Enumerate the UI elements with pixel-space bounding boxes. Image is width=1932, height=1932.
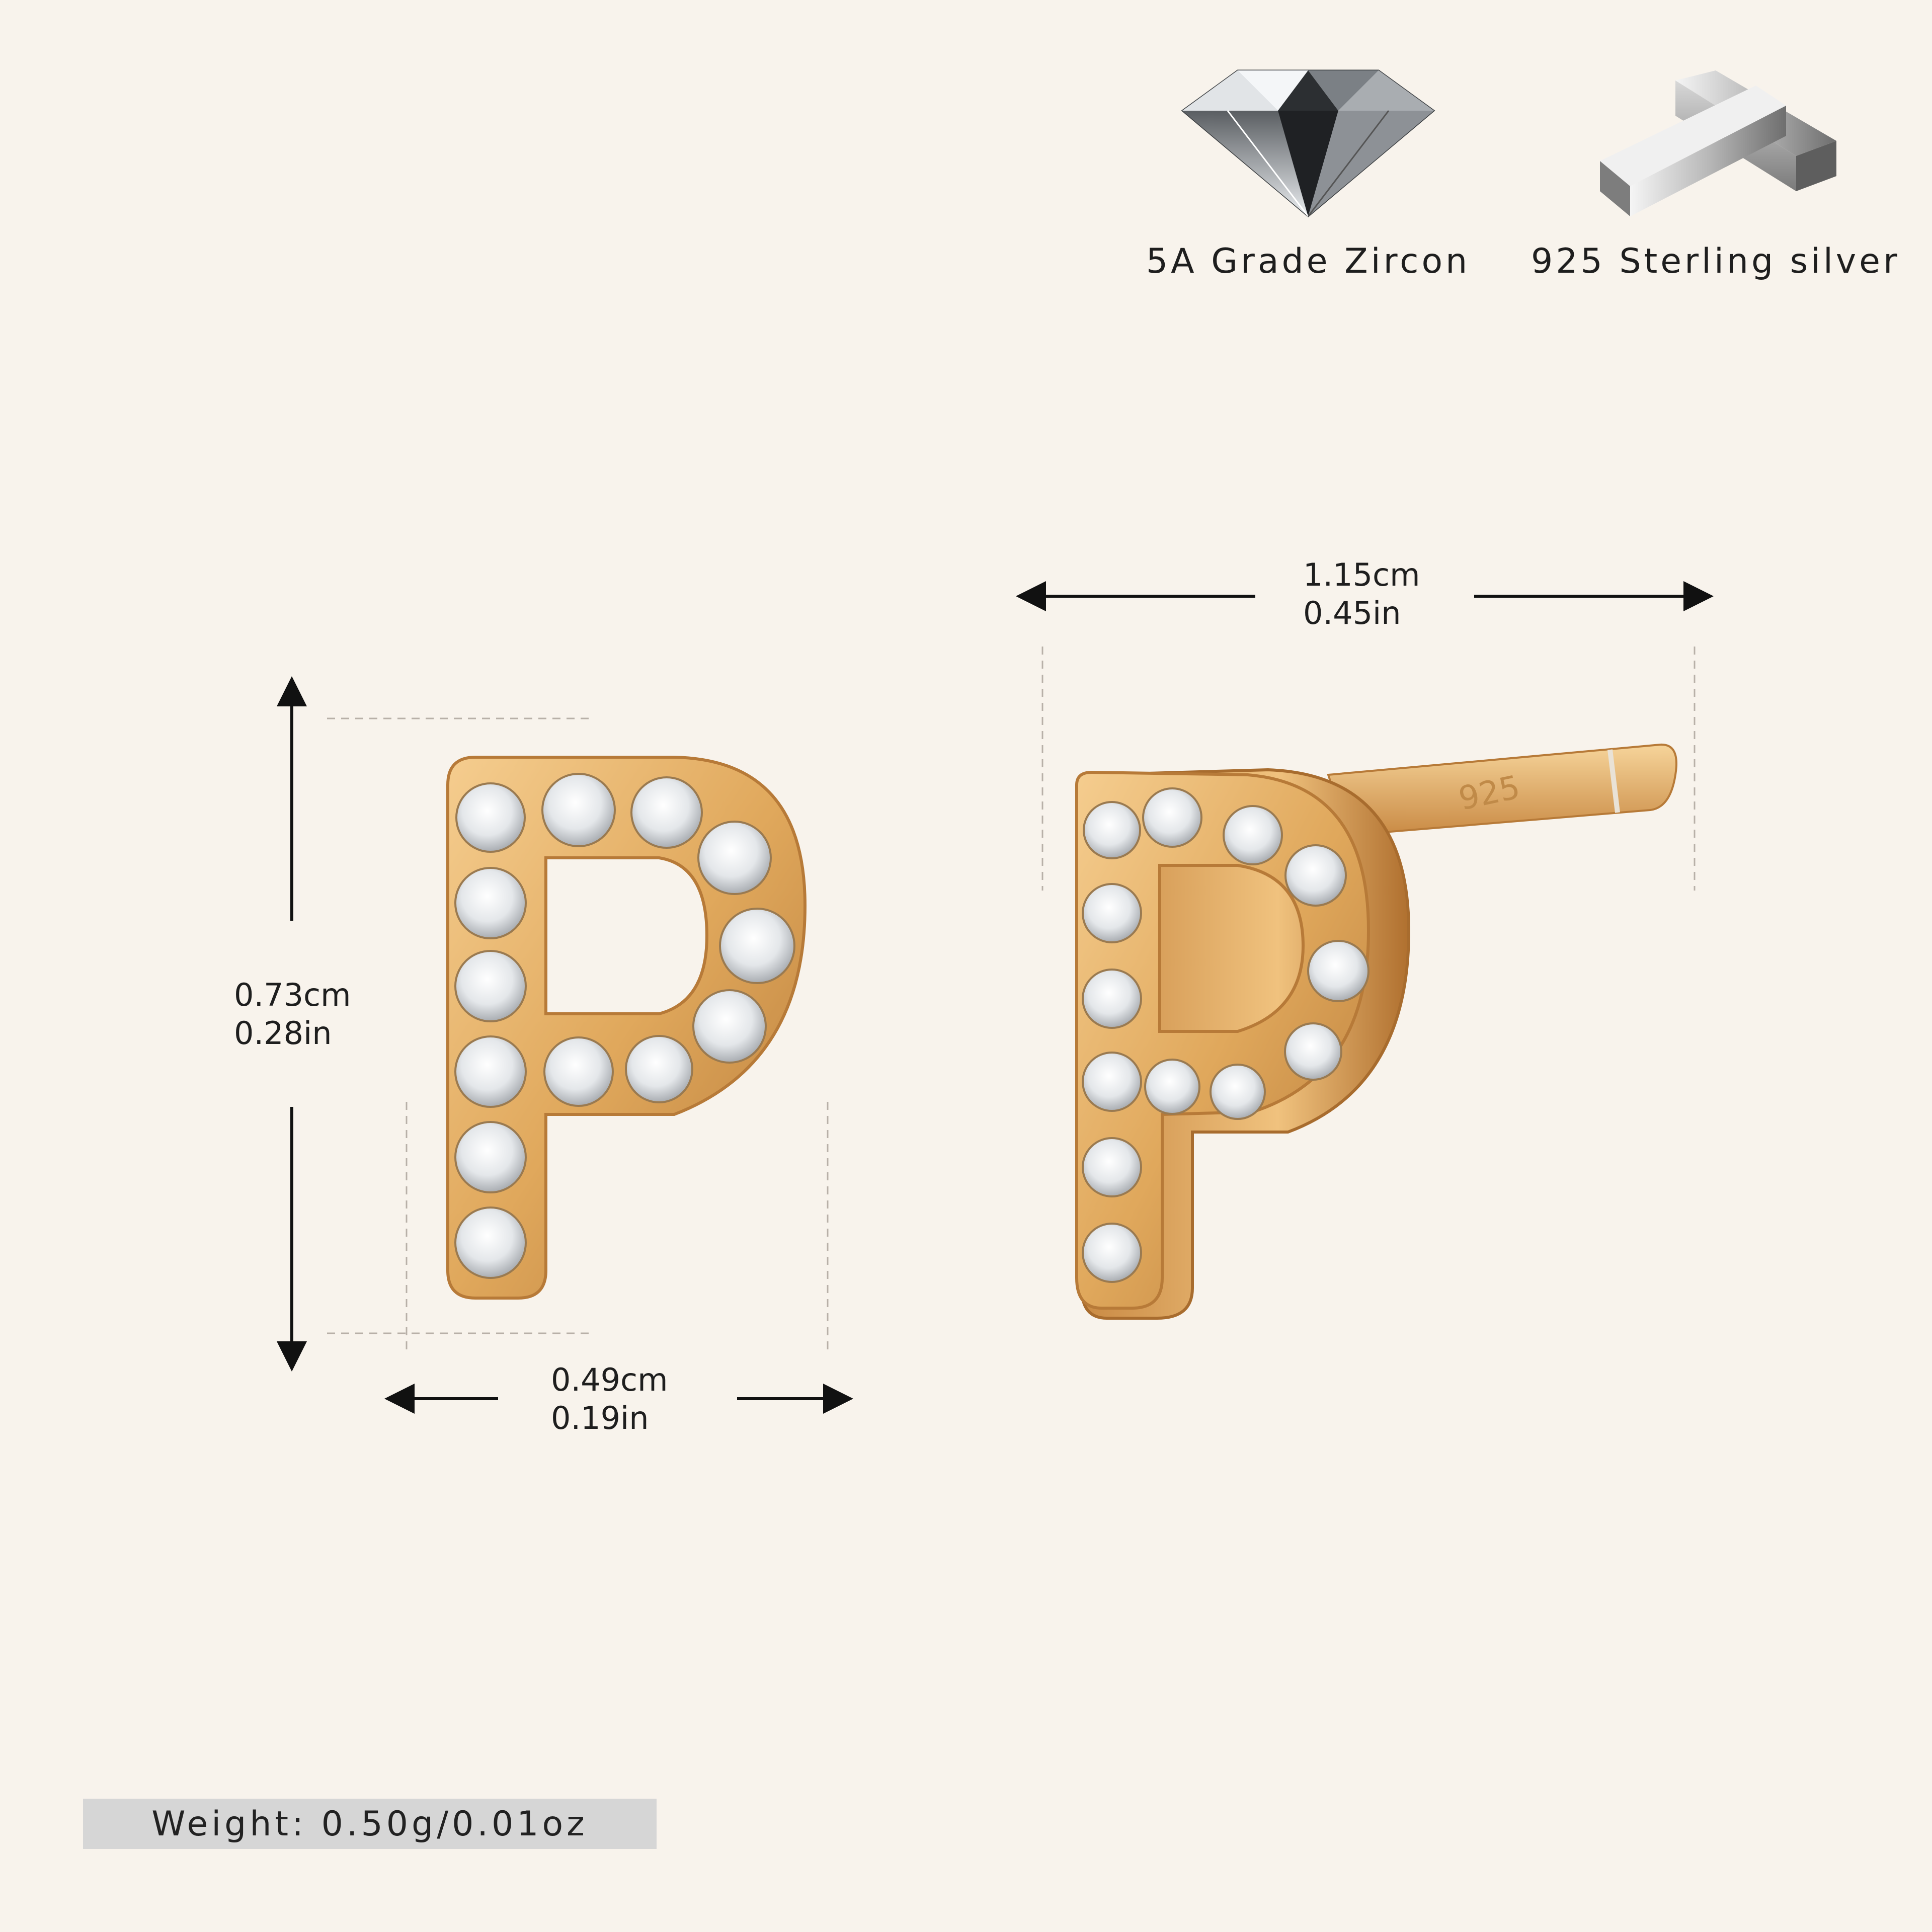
- earring-front-view: [446, 756, 807, 1300]
- feature-zircon: 5A Grade Zircon: [1137, 60, 1479, 281]
- feature-silver-label: 925 Sterling silver: [1531, 242, 1900, 281]
- guide-lines: [327, 647, 1696, 1353]
- side-stones: [1082, 787, 1370, 1283]
- height-label: 0.73cm 0.28in: [234, 976, 351, 1053]
- weight-label: Weight: 0.50g/0.01oz: [151, 1804, 588, 1844]
- width-cm: 0.49cm: [551, 1361, 668, 1398]
- feature-zircon-label: 5A Grade Zircon: [1146, 242, 1471, 281]
- feature-silver: 925 Sterling silver: [1531, 60, 1897, 281]
- earring-side-view: 925: [1075, 743, 1677, 1320]
- width-label: 0.49cm 0.19in: [551, 1361, 668, 1437]
- weight-bar: Weight: 0.50g/0.01oz: [83, 1799, 657, 1849]
- length-cm: 1.15cm: [1303, 556, 1420, 593]
- width-in: 0.19in: [551, 1400, 649, 1436]
- diamond-icon: [1181, 69, 1435, 217]
- height-cm: 0.73cm: [234, 977, 351, 1013]
- silver-bars-icon: [1600, 70, 1836, 216]
- front-stones: [454, 773, 795, 1279]
- length-in: 0.45in: [1303, 595, 1401, 631]
- length-label: 1.15cm 0.45in: [1303, 556, 1420, 632]
- height-in: 0.28in: [234, 1015, 332, 1052]
